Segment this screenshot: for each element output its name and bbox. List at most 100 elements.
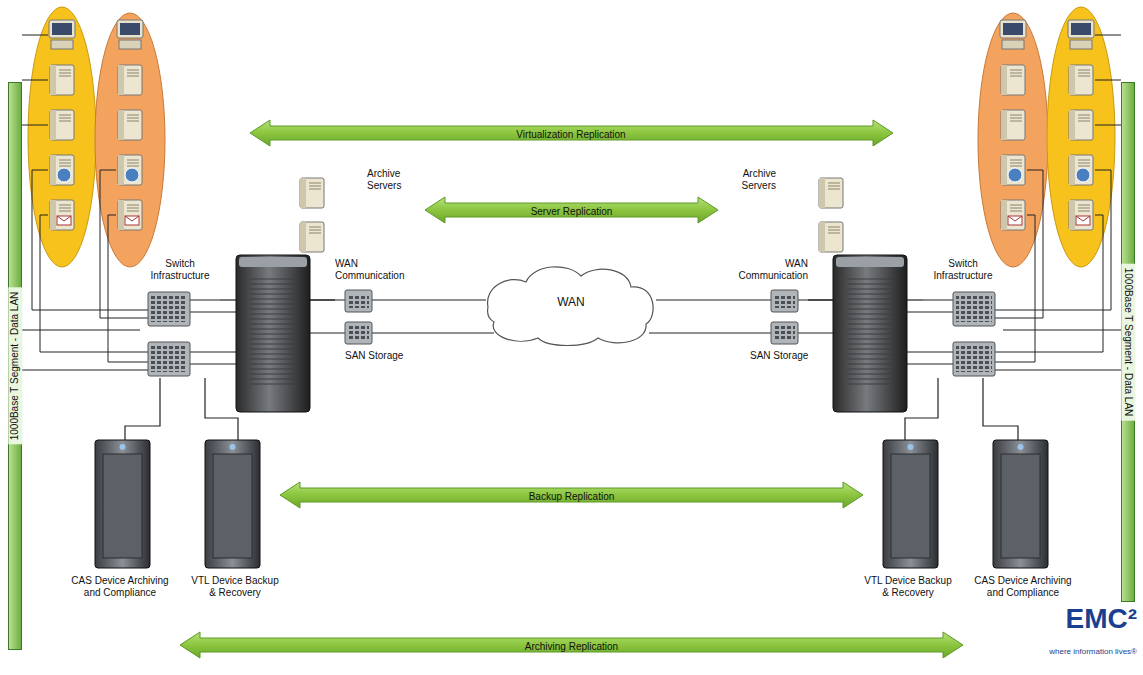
- lan-segment: 1000Base T Segment - Data LAN: [8, 82, 22, 650]
- edge-label-anchor: Archiving Replication: [525, 636, 618, 654]
- tower-vent: [250, 279, 296, 280]
- server-side: [118, 155, 124, 185]
- drive-slot: [1010, 70, 1022, 71]
- drive-slot: [828, 233, 840, 234]
- drive-slot: [127, 115, 139, 116]
- wan-device-group: WAN Communication: [718, 258, 808, 348]
- network-link: [907, 299, 923, 300]
- network-wire: [22, 80, 48, 81]
- drive-slot: [1078, 205, 1090, 206]
- cas-device: CAS Device Archiving and Compliance: [60, 440, 180, 652]
- server-case: [118, 110, 142, 140]
- tower-vent: [250, 299, 296, 300]
- device-label: CAS Device Archiving and Compliance: [969, 575, 1077, 599]
- server-icon: [300, 178, 324, 208]
- tower-vent: [250, 319, 296, 320]
- drive-slot: [59, 208, 71, 209]
- drive-slot: [127, 118, 139, 119]
- network-wire: [310, 300, 345, 301]
- drive-slot: [127, 73, 139, 74]
- server-icon: [1001, 155, 1025, 185]
- server-case: [1001, 65, 1025, 95]
- switch-ports: [956, 346, 992, 372]
- server-side: [118, 200, 124, 230]
- server-icon: [1069, 200, 1093, 230]
- drive-slot: [127, 121, 139, 122]
- segment-label: 1000Base T Segment - Data LAN: [1121, 264, 1135, 421]
- server-icon: [50, 155, 74, 185]
- network-link: [22, 329, 140, 330]
- tower-logo: [908, 444, 914, 450]
- server-case: [1069, 65, 1093, 95]
- tower-vent: [847, 384, 893, 385]
- network-wire: [190, 312, 236, 313]
- mail-flap: [125, 216, 139, 221]
- drive-slot: [828, 230, 840, 231]
- server-side: [819, 222, 825, 252]
- drive-slot: [127, 208, 139, 209]
- tower-vent: [847, 329, 893, 330]
- drive-slot: [828, 227, 840, 228]
- edge-label-anchor: Server Replication: [531, 201, 613, 219]
- drive-slot: [127, 70, 139, 71]
- server-icon: [50, 65, 74, 95]
- server-group-oval: [1047, 7, 1115, 267]
- pc-base: [1002, 40, 1024, 49]
- drive-slot: [309, 230, 321, 231]
- device-label: WAN Communication: [335, 258, 425, 282]
- server-icon: [1068, 20, 1094, 49]
- drive-slot: [59, 166, 71, 167]
- network-wire: [372, 300, 425, 301]
- switch-group: Switch Infrastructure: [923, 258, 1003, 378]
- tower-logo: [1018, 444, 1024, 450]
- device-label: SAN Storage: [345, 350, 419, 362]
- mail-badge: [1008, 216, 1022, 225]
- drive-slot: [59, 115, 71, 116]
- server-side: [1069, 110, 1075, 140]
- tower-vent: [847, 294, 893, 295]
- tower-vent: [250, 309, 296, 310]
- drive-slot: [1078, 115, 1090, 116]
- tower-vent: [847, 279, 893, 280]
- drive-slot: [59, 211, 71, 212]
- replication-label: Backup Replication: [529, 491, 615, 503]
- label-anchor: EMC²: [1065, 604, 1137, 634]
- server-case: [118, 200, 142, 230]
- network-wire: [22, 370, 148, 371]
- mail-flap: [1076, 216, 1090, 221]
- server-icon: [300, 222, 324, 252]
- tower-vent: [847, 369, 893, 370]
- network-wire: [718, 300, 771, 301]
- server-side: [1001, 155, 1007, 185]
- drive-slot: [1010, 115, 1022, 116]
- server-icon: [118, 110, 142, 140]
- monitor: [1068, 20, 1094, 38]
- network-wire: [310, 333, 345, 334]
- drive-slot: [1010, 160, 1022, 161]
- wan-device: [345, 290, 372, 312]
- server-icon: [819, 222, 843, 252]
- label-anchor: Virtualization Replication: [516, 124, 625, 142]
- switch-ports: [151, 296, 187, 322]
- server-case: [50, 65, 74, 95]
- network-link: [983, 378, 1018, 440]
- tower-vent: [250, 324, 296, 325]
- disc-badge: [57, 168, 71, 182]
- server-side: [50, 65, 56, 95]
- server-icon: [50, 200, 74, 230]
- tower-vent: [847, 364, 893, 365]
- drive-slot: [127, 76, 139, 77]
- pc-base: [119, 40, 141, 49]
- archive-server-group: Archive Servers: [718, 160, 848, 250]
- network-link: [425, 299, 486, 300]
- server-case: [819, 178, 843, 208]
- network-link: [125, 378, 160, 440]
- network-wire: [995, 170, 1043, 318]
- device-label: VTL Device Backup & Recovery: [190, 575, 280, 599]
- mail-flap: [1008, 216, 1022, 221]
- network-wire: [1095, 80, 1121, 81]
- logo-tagline: where information lives®: [1049, 647, 1137, 657]
- tower-vent: [250, 344, 296, 345]
- server-icon: [1069, 110, 1093, 140]
- tower-vent: [847, 339, 893, 340]
